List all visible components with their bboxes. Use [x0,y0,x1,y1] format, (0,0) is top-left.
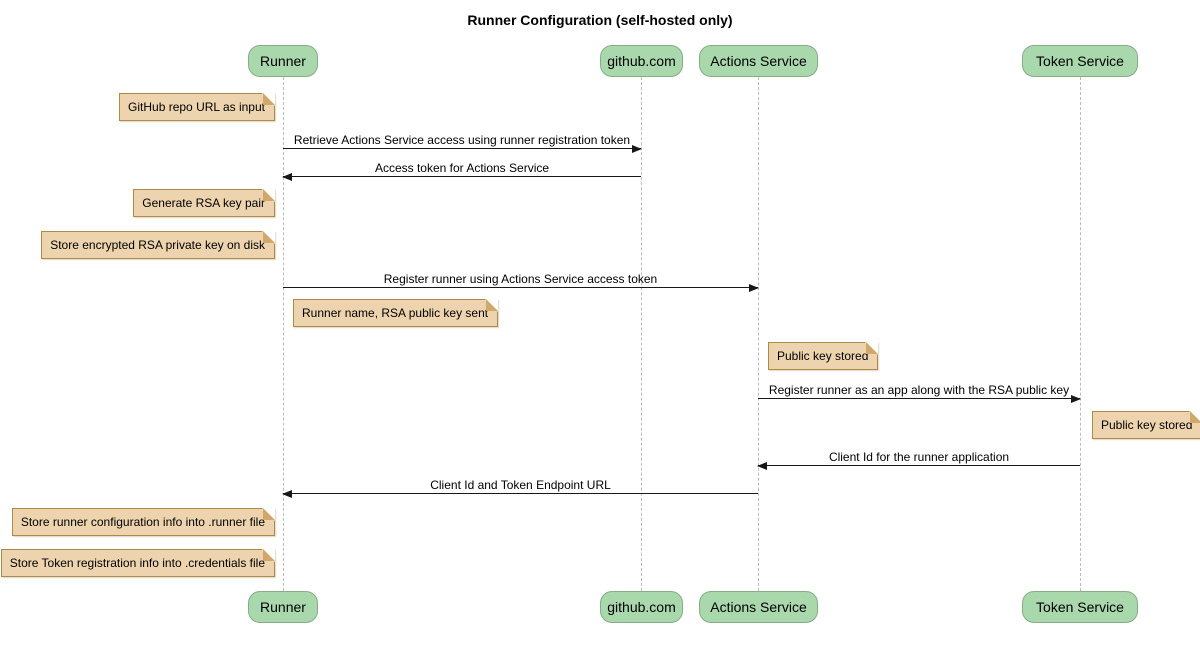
lifeline-actions-service [758,77,759,591]
message-line [758,398,1080,399]
note-text: Public key stored [1101,418,1193,432]
message-client-id-endpoint: Client Id and Token Endpoint URL [282,476,758,498]
participant-token-service-bottom: Token Service [1022,591,1138,623]
message-client-id: Client Id for the runner application [757,448,1080,470]
note-text: Generate RSA key pair [142,196,265,210]
note-text: Store encrypted RSA private key on disk [50,238,265,252]
note-text: Runner name, RSA public key sent [302,306,489,320]
message-label: Register runner as an app along with the… [768,383,1070,397]
participant-token-service-top: Token Service [1022,45,1138,77]
arrowhead-left-icon [282,173,292,181]
participant-runner-top: Runner [248,45,318,77]
note-store-runner-file: Store runner configuration info into .ru… [11,508,276,536]
message-line [283,493,758,494]
note-runner-name-sent: Runner name, RSA public key sent [293,299,499,327]
arrowhead-left-icon [282,490,292,498]
message-line [283,176,641,177]
note-text: GitHub repo URL as input [128,100,265,114]
lifeline-github [641,77,642,591]
message-register-app: Register runner as an app along with the… [758,381,1081,403]
participant-label: github.com [607,599,676,615]
participant-actions-service-top: Actions Service [699,45,818,77]
note-text: Store Token registration info into .cred… [9,556,265,570]
message-label: Access token for Actions Service [374,161,550,175]
arrowhead-right-icon [749,284,759,292]
message-line [758,465,1080,466]
lifeline-runner [283,77,284,591]
message-access-token: Access token for Actions Service [282,159,641,181]
note-github-repo-url: GitHub repo URL as input [119,93,275,121]
participant-label: Actions Service [710,599,807,615]
note-text: Public key stored [777,349,869,363]
message-line [283,148,641,149]
participant-runner-bottom: Runner [248,591,318,623]
participant-github-top: github.com [600,45,683,77]
note-public-key-stored-actions: Public key stored [768,342,879,370]
participant-actions-service-bottom: Actions Service [699,591,818,623]
arrowhead-right-icon [632,145,642,153]
lifeline-token-service [1080,77,1081,591]
note-store-credentials-file: Store Token registration info into .cred… [0,549,276,577]
participant-label: Actions Service [710,53,807,69]
participant-label: Token Service [1036,599,1124,615]
arrowhead-right-icon [1071,395,1081,403]
participant-label: Runner [260,599,306,615]
message-label: Register runner using Actions Service ac… [383,272,658,286]
arrowhead-left-icon [757,462,767,470]
note-generate-rsa-key: Generate RSA key pair [133,189,275,217]
participant-label: github.com [607,53,676,69]
message-label: Retrieve Actions Service access using ru… [293,133,631,147]
message-label: Client Id for the runner application [828,450,1010,464]
participant-label: Token Service [1036,53,1124,69]
participant-label: Runner [260,53,306,69]
note-store-private-key: Store encrypted RSA private key on disk [41,231,275,259]
note-public-key-stored-token: Public key stored [1092,411,1200,439]
diagram-title: Runner Configuration (self-hosted only) [467,12,733,28]
note-text: Store runner configuration info into .ru… [20,515,265,529]
message-register-runner: Register runner using Actions Service ac… [283,270,759,292]
message-retrieve-actions-access: Retrieve Actions Service access using ru… [283,131,642,153]
message-label: Client Id and Token Endpoint URL [430,478,611,492]
participant-github-bottom: github.com [600,591,683,623]
message-line [283,287,758,288]
